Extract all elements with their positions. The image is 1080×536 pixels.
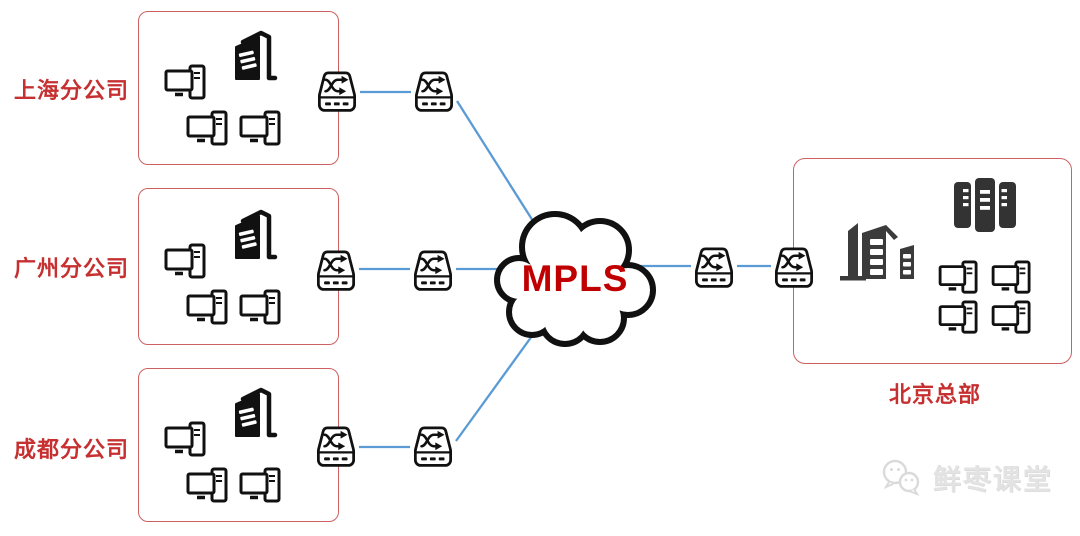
branch-box-guangzhou [138, 188, 339, 345]
mpls-cloud-icon [494, 211, 656, 347]
link-shanghai-to-cloud [456, 100, 546, 241]
watermark-text: 鲜枣课堂 [933, 464, 1054, 495]
hq-label-beijing: 北京总部 [889, 382, 982, 407]
branch-label-guangzhou: 广州分公司 [14, 256, 130, 281]
branch-label-chengdu: 成都分公司 [14, 437, 130, 462]
network-switch-icon [314, 67, 360, 117]
network-switch-icon [411, 67, 457, 117]
hq-box-beijing [793, 158, 1072, 364]
link-chengdu-to-cloud [455, 317, 546, 442]
network-switch-icon [771, 243, 817, 293]
network-switch-icon [691, 243, 737, 293]
branch-label-shanghai: 上海分公司 [14, 78, 130, 103]
branch-box-shanghai [138, 11, 339, 165]
network-switch-icon [313, 422, 359, 472]
mpls-label: MPLS [521, 258, 629, 299]
watermark: 鲜枣课堂 [880, 456, 1053, 500]
branch-box-chengdu [138, 368, 339, 522]
network-switch-icon [313, 246, 359, 296]
network-switch-icon [410, 422, 456, 472]
network-switch-icon [410, 246, 456, 296]
mpls-cloud: MPLS [493, 206, 657, 348]
